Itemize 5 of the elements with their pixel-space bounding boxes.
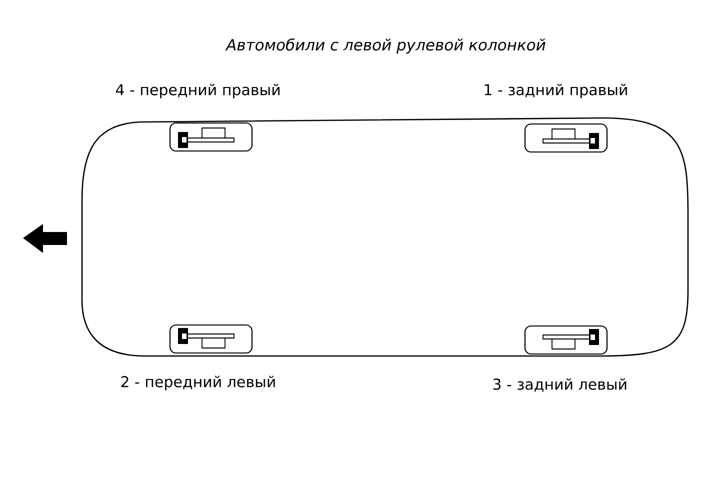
wheel-label: 4 - передний правый [116,84,280,98]
wheel-label: 3 - задний левый [493,378,626,392]
wheel-label: 2 - передний левый [121,376,275,390]
title: Автомобили с левой рулевой колонкой [225,38,546,54]
wheel-label: 1 - задний правый [484,84,627,98]
